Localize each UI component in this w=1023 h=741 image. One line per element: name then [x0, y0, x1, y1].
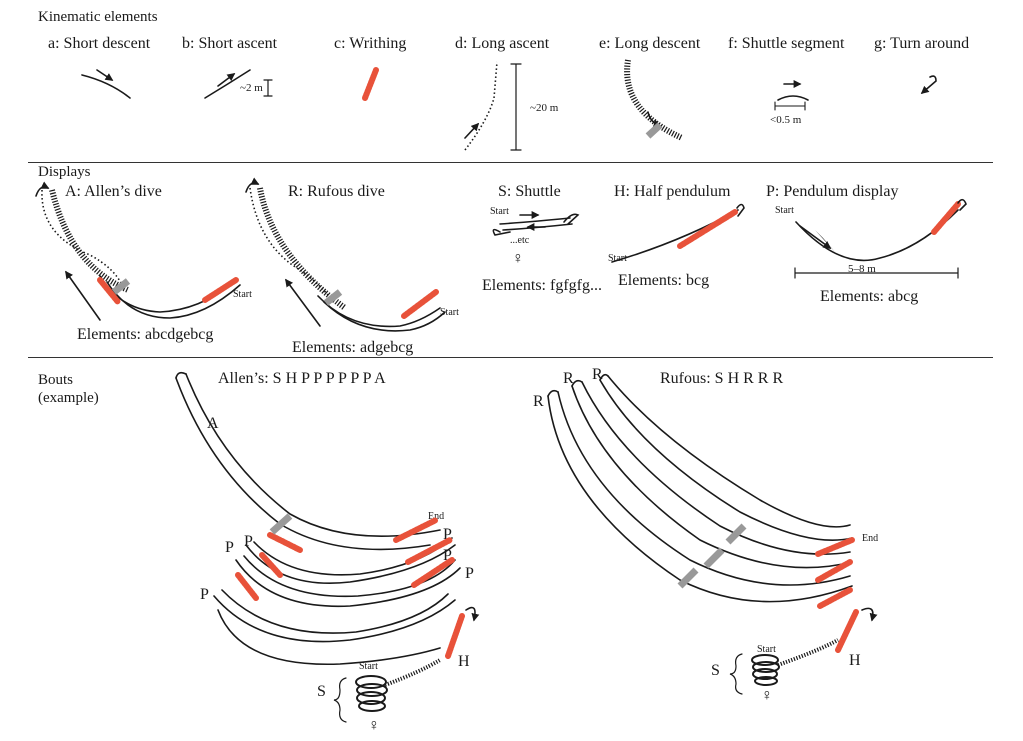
- display-p-elements: Elements: abcg: [820, 288, 919, 305]
- allens-label-p2: P: [244, 533, 253, 550]
- display-r-start: Start: [440, 307, 459, 318]
- display-a-elements: Elements: abcdgebcg: [77, 326, 214, 343]
- divider-1: [28, 162, 993, 163]
- allens-female: ♀: [368, 717, 380, 734]
- allens-label-p6: P: [465, 565, 474, 582]
- display-s-drawing: [492, 211, 580, 236]
- element-d-drawing: [464, 61, 522, 151]
- display-p-drawing: [794, 198, 967, 279]
- allens-label-a: A: [207, 415, 219, 432]
- display-s-elements: Elements: fgfgfg...: [482, 277, 602, 294]
- display-h-elements: Elements: bcg: [618, 272, 710, 289]
- display-r-drawing: [245, 177, 446, 332]
- element-c-label: c: Writhing: [334, 35, 407, 52]
- allens-label-p5: P: [443, 547, 452, 564]
- element-g-drawing: [920, 75, 937, 95]
- display-p-start: Start: [775, 205, 794, 216]
- element-d-label: d: Long ascent: [455, 35, 550, 52]
- display-r-label: R: Rufous dive: [288, 183, 385, 200]
- rufous-label-h: H: [849, 652, 861, 669]
- rufous-bout-drawing: [547, 373, 878, 695]
- display-h-start: Start: [608, 253, 627, 264]
- element-f-drawing: [774, 80, 809, 111]
- display-a-drawing: [35, 181, 241, 321]
- element-c-drawing: [362, 67, 379, 101]
- element-e-label: e: Long descent: [599, 35, 701, 52]
- displays-heading: Displays: [38, 164, 91, 180]
- display-s-start: Start: [490, 206, 509, 217]
- display-a-start: Start: [233, 289, 252, 300]
- rufous-label-r1: R: [533, 393, 544, 410]
- rufous-female: ♀: [761, 687, 773, 704]
- scale-half-m: <0.5 m: [770, 114, 802, 126]
- display-h-label: H: Half pendulum: [614, 183, 731, 200]
- display-s-etc: ...etc: [510, 235, 530, 246]
- element-b-drawing: [204, 69, 273, 99]
- bouts-heading: Bouts: [38, 372, 74, 388]
- display-s-label: S: Shuttle: [498, 183, 561, 200]
- allens-label-p4: P: [443, 526, 452, 543]
- display-r-elements: Elements: adgebcg: [292, 339, 414, 356]
- allens-bout-title: Allen’s: S H P P P P P P A: [218, 370, 386, 387]
- allens-label-h: H: [458, 653, 470, 670]
- element-a-drawing: [81, 69, 131, 99]
- rufous-label-r3: R: [592, 366, 603, 383]
- rufous-bout-title: Rufous: S H R R R: [660, 370, 784, 387]
- bouts-subheading: (example): [38, 390, 99, 406]
- scale-20m: ~20 m: [530, 102, 559, 114]
- element-e-drawing: [624, 59, 684, 141]
- rufous-label-r2: R: [563, 370, 574, 387]
- scale-2m: ~2 m: [240, 82, 263, 94]
- element-g-label: g: Turn around: [874, 35, 970, 52]
- display-p-scale: 5–8 m: [848, 263, 876, 275]
- rufous-start: Start: [757, 644, 776, 655]
- divider-2: [28, 357, 993, 358]
- allens-end: End: [428, 511, 445, 522]
- kinematic-heading: Kinematic elements: [38, 9, 158, 25]
- display-h-drawing: [611, 203, 745, 263]
- rufous-label-s: S: [711, 662, 720, 679]
- allens-label-p3: P: [200, 586, 209, 603]
- allens-label-p1: P: [225, 539, 234, 556]
- element-b-label: b: Short ascent: [182, 35, 278, 52]
- allens-bout-drawing: [175, 371, 480, 723]
- rufous-end: End: [862, 533, 879, 544]
- display-p-label: P: Pendulum display: [766, 183, 899, 200]
- display-s-female: ♀: [512, 250, 524, 267]
- allens-start: Start: [359, 661, 378, 672]
- display-a-label: A: Allen’s dive: [65, 183, 162, 200]
- element-a-label: a: Short descent: [48, 35, 151, 52]
- element-f-label: f: Shuttle segment: [728, 35, 845, 52]
- allens-label-s: S: [317, 683, 326, 700]
